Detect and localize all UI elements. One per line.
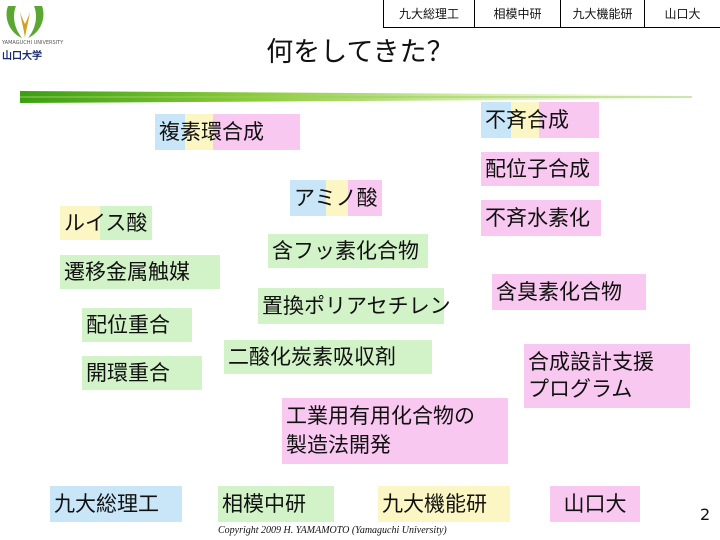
- topic-ring-opening-polymerization: 開環重合: [82, 356, 202, 390]
- topic-asymmetric-hydrogenation: 不斉水素化: [481, 200, 601, 236]
- topic-synthesis-design-program: 合成設計支援 プログラム: [524, 344, 690, 408]
- topic-substituted-polyacetylene: 置換ポリアセチレン: [258, 288, 451, 324]
- topic-asymmetric-synthesis: 不斉合成: [481, 102, 599, 138]
- footer-yamaguchi: 山口大: [550, 486, 640, 522]
- topic-industrial-line2: 製造法開発: [286, 433, 391, 457]
- topic-amino-acid: アミノ酸: [290, 180, 382, 216]
- topic-synthesis-design-line1: 合成設計支援: [528, 350, 654, 374]
- logo-text: 山口大学: [2, 51, 42, 62]
- logo-subtitle: YAMAGUCHI UNIVERSITY: [2, 40, 64, 46]
- footer-kyudai-kinoken: 九大機能研: [378, 486, 510, 522]
- page-number: 2: [700, 505, 711, 524]
- topic-fluorine-compounds: 含フッ素化合物: [268, 234, 428, 268]
- topic-transition-metal-catalyst: 遷移金属触媒: [60, 255, 220, 289]
- tab-kyudai-kinoken: 九大機能研: [560, 0, 644, 27]
- topic-ligand-synthesis: 配位子合成: [481, 152, 599, 186]
- topic-synthesis-design-line2: プログラム: [528, 377, 633, 401]
- topic-lewis-acid: ルイス酸: [60, 206, 152, 240]
- university-logo: [2, 2, 48, 46]
- topic-co2-absorbent: 二酸化炭素吸収剤: [224, 340, 432, 374]
- topic-heterocycle-synthesis: 複素環合成: [155, 114, 300, 150]
- tab-kyudai-souriko: 九大総理工: [398, 7, 459, 21]
- footer-sagami-chuken: 相模中研: [218, 486, 334, 522]
- topic-industrial-production: 工業用有用化合物の 製造法開発: [282, 398, 508, 464]
- title-divider: [20, 91, 692, 103]
- header-tabs: 九大総理工 相模中研 九大機能研 山口大: [383, 0, 720, 28]
- tab-yamaguchi: 山口大: [644, 0, 720, 27]
- copyright-text: Copyright 2009 H. YAMAMOTO (Yamaguchi Un…: [218, 525, 447, 536]
- page-title: 何をしてきた？: [266, 37, 454, 68]
- topic-coordination-polymerization: 配位重合: [82, 308, 192, 342]
- topic-industrial-line1: 工業用有用化合物の: [286, 404, 475, 428]
- tab-sagami-chuken: 相模中研: [474, 0, 560, 27]
- topic-bromine-compounds: 含臭素化合物: [492, 274, 646, 310]
- footer-kyudai-souriko: 九大総理工: [50, 486, 182, 522]
